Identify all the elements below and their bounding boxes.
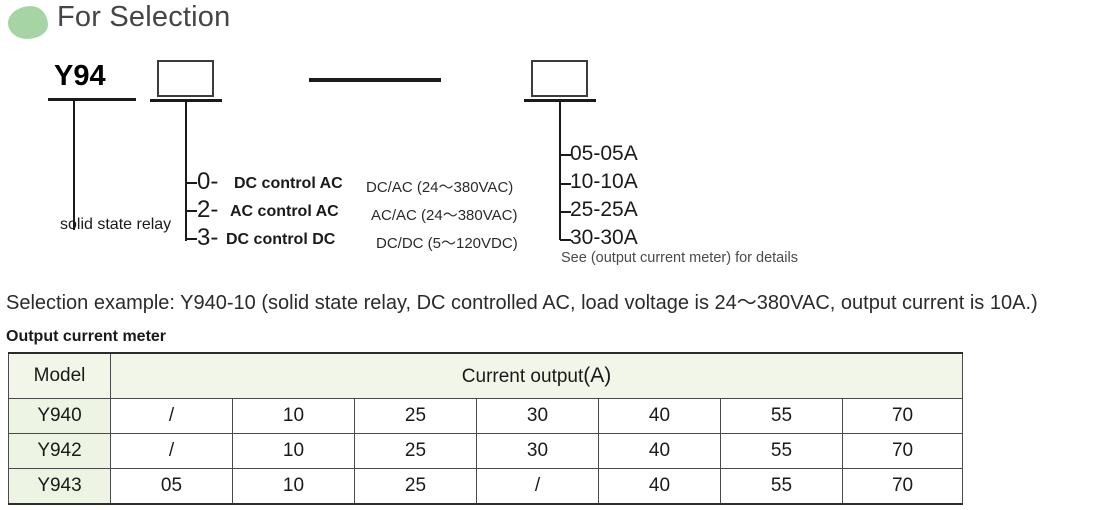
selection-example-text: Selection example: Y940-10 (solid state … [6, 292, 1038, 314]
table-header-model: Model [8, 352, 111, 399]
table-cell-value: / [476, 468, 599, 505]
table-header-current-label: Current output [461, 366, 584, 387]
table-row: Y943 05 10 25 / 40 55 70 [8, 468, 964, 505]
output-current-table-caption: Output current meter [6, 328, 167, 345]
table-cell-value: 40 [598, 468, 721, 505]
series-stem [73, 100, 75, 230]
current-note: See (output current meter) for details [561, 250, 798, 266]
control-option-spec: DC/DC (5～120VDC) [376, 235, 518, 252]
current-option: 30-30A [570, 226, 638, 249]
table-cell-value: 25 [354, 433, 477, 469]
leaf-blob-icon [8, 6, 48, 39]
table-cell-value: 30 [476, 433, 599, 469]
current-bracket-tick [560, 183, 571, 185]
table-cell-value: 40 [598, 433, 721, 469]
output-current-table: Model Current output(A) Y940 / 10 25 30 … [8, 352, 964, 505]
table-cell-value: 10 [232, 468, 355, 505]
table-cell-value: 05 [110, 468, 233, 505]
model-code-diagram: Y94 solid state relay 0- DC control AC D… [0, 44, 1112, 284]
table-cell-value: 70 [841, 433, 964, 469]
control-code-box[interactable] [157, 60, 214, 97]
control-underbar [150, 99, 222, 102]
table-header-current: Current output(A) [109, 352, 964, 399]
table-cell-model: Y943 [8, 468, 111, 505]
current-bracket-spine [559, 101, 561, 240]
table-cell-value: 10 [232, 433, 355, 469]
table-cell-value: 70 [841, 398, 964, 434]
current-option: 05-05A [570, 142, 638, 165]
current-bracket-tick [560, 211, 571, 213]
table-cell-value: / [110, 398, 233, 434]
control-option-spec: DC/AC (24～380VAC) [366, 179, 514, 196]
control-option-name: DC control AC [234, 175, 343, 192]
table-cell-value: 40 [598, 398, 721, 434]
current-underbar [524, 99, 596, 102]
current-option: 10-10A [570, 170, 638, 193]
control-option-code: 3- [197, 224, 219, 251]
control-bracket-tick [186, 210, 197, 212]
control-bracket-tick [186, 238, 197, 240]
table-cell-value: 25 [354, 468, 477, 505]
control-bracket-spine [185, 101, 187, 241]
table-cell-value: 70 [841, 468, 964, 505]
table-cell-value: 10 [232, 398, 355, 434]
table-row: Y940 / 10 25 30 40 55 70 [8, 398, 964, 434]
control-option-name: DC control DC [226, 231, 336, 248]
series-underbar [48, 98, 136, 101]
control-option-name: AC control AC [230, 203, 339, 220]
table-cell-model: Y942 [8, 433, 111, 469]
control-option-code: 0- [197, 168, 219, 195]
control-option-code: 2- [197, 196, 219, 223]
current-bracket-tick [560, 239, 571, 241]
current-option: 25-25A [570, 198, 638, 221]
series-code-label: Y94 [54, 60, 106, 92]
table-row: Y942 / 10 25 30 40 55 70 [8, 433, 964, 469]
table-cell-value: 55 [720, 433, 843, 469]
table-cell-model: Y940 [8, 398, 111, 434]
current-bracket-tick [560, 154, 571, 156]
code-separator-dash [309, 78, 441, 82]
table-cell-value: 55 [720, 398, 843, 434]
table-cell-value: 55 [720, 468, 843, 505]
page-header: For Selection [0, 0, 420, 44]
current-code-box[interactable] [531, 60, 588, 97]
table-cell-value: 30 [476, 398, 599, 434]
table-header-current-unit: (A) [583, 364, 612, 387]
series-caption: solid state relay [60, 216, 172, 233]
table-cell-value: / [110, 433, 233, 469]
control-option-spec: AC/AC (24～380VAC) [371, 207, 518, 224]
control-bracket-tick [186, 182, 197, 184]
table-header-row: Model Current output(A) [8, 352, 964, 399]
table-cell-value: 25 [354, 398, 477, 434]
page-title: For Selection [57, 1, 231, 33]
